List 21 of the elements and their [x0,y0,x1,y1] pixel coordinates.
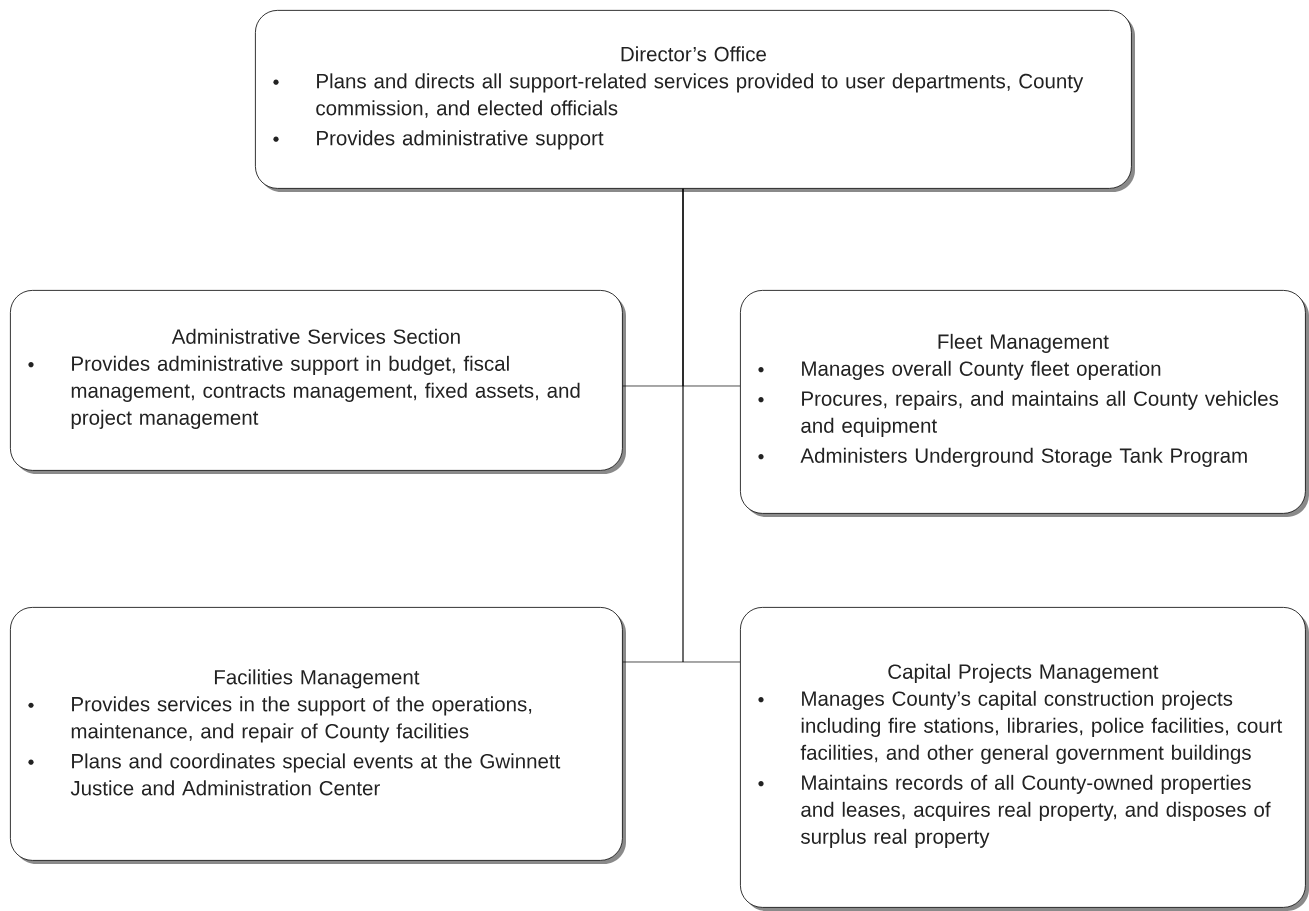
bullet-item: Provides services in the support of the operations, maintenance, and repair of County facilities [28,696,532,743]
box-heading: Director’s Office [621,46,766,62]
bullet-item: Provides administrative support in budget, fiscal management, contracts management, fixed assets, and project management [28,355,580,429]
org-box [255,10,1135,192]
org-box [10,290,626,474]
box-heading: Administrative Services Section [171,328,460,344]
box-heading: Fleet Management [938,333,1109,353]
bullet-item: Plans and coordinates special events at the Gwinnett Justice and Administration Center [28,753,561,796]
bullet-item: Procures, repairs, and maintains all County vehicles and equipment [758,390,1279,437]
org-box [740,607,1309,911]
box-heading: Capital Projects Management [888,663,1159,683]
connector-line [682,188,741,663]
box-heading: Facilities Management [214,669,420,689]
bullet-item: Administers Underground Storage Tank Program [758,447,1247,467]
bullet-item: Maintains records of all County-owned properties and leases, acquires real property, and disposes of surplus real property [758,774,1271,848]
bullet-item: Manages County’s capital construction projects including fire stations, libraries, police facilities, court facilities, and other general government buildings [758,690,1283,764]
org-box [10,607,626,864]
bullet-item: Manages overall County fleet operation [758,360,1161,380]
org-box [740,290,1309,517]
bullet-item: Plans and directs all support-related services provided to user departments, County commission, and elected officials [273,73,1084,118]
bullet-item: Provides administrative support [273,130,604,150]
